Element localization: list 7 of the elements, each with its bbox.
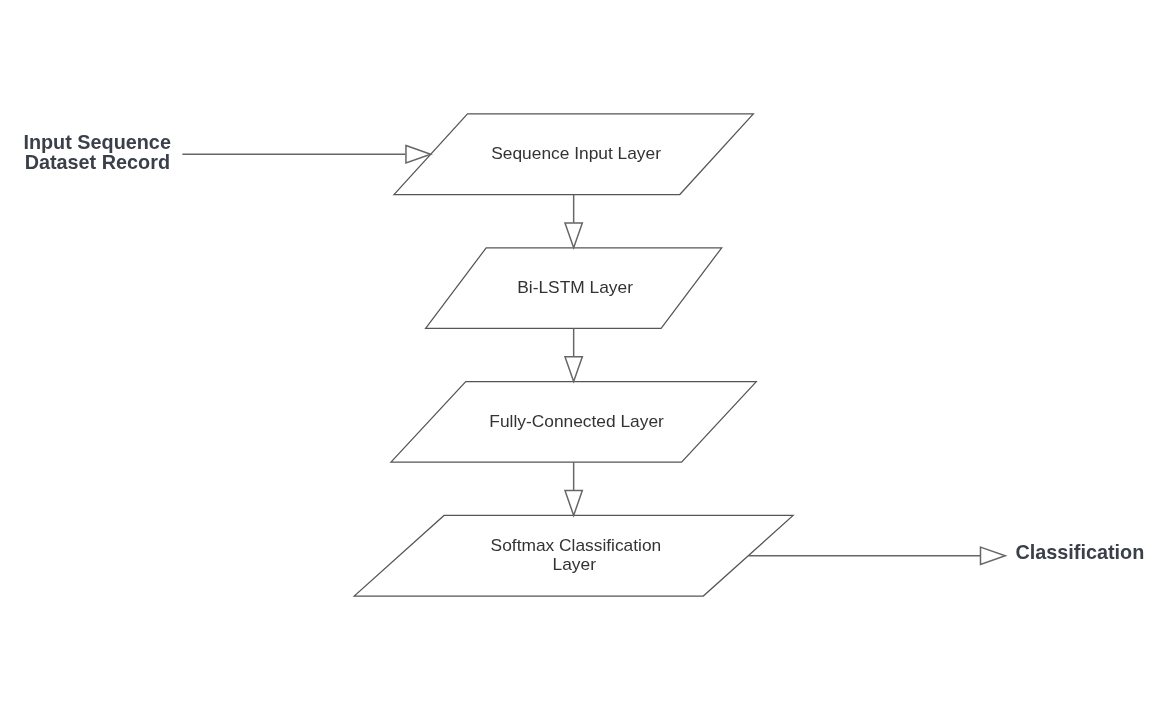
node-text: Classification (1015, 540, 1145, 563)
node-text: Input Sequence Dataset Record (23, 130, 171, 173)
arrow (181, 144, 433, 164)
arrow (563, 193, 584, 250)
arrow (563, 327, 584, 384)
arrow (563, 460, 584, 518)
arrow (747, 545, 1008, 565)
